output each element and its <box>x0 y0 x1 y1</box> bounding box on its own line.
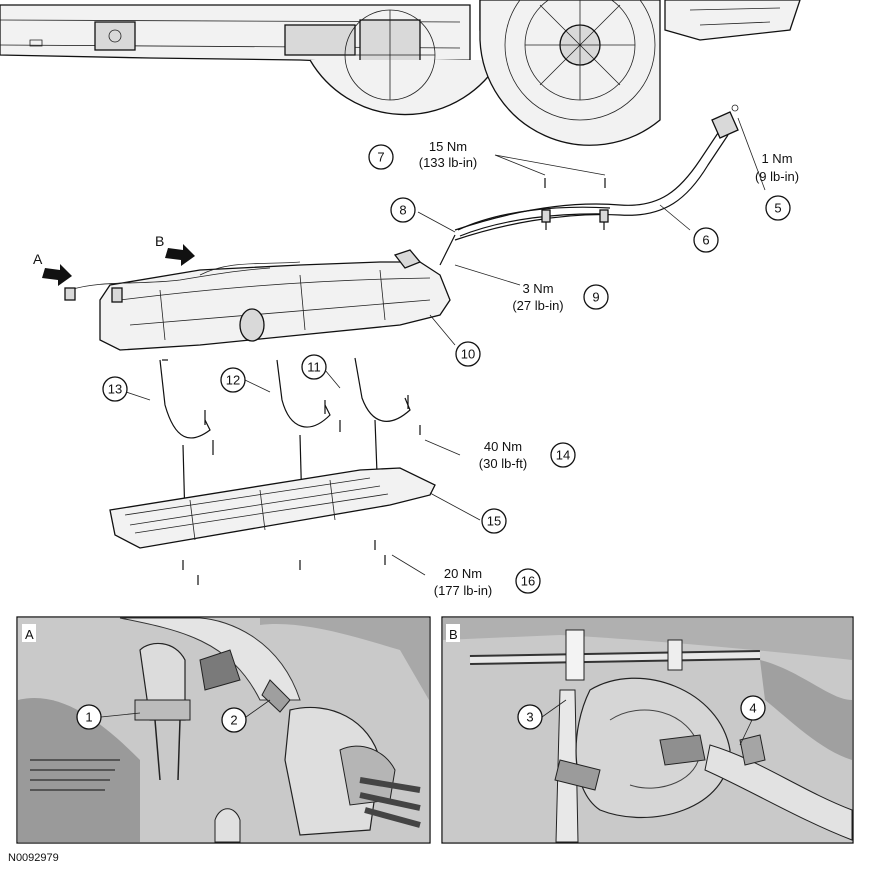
callout-2: 2 <box>221 707 247 733</box>
inset-a: 1 2 A <box>16 616 431 844</box>
callout-8: 8 <box>390 197 416 223</box>
callout-4: 4 <box>740 695 766 721</box>
inset-b-photo <box>443 618 853 843</box>
inset-b-label: B <box>449 627 458 642</box>
inset-a-photo <box>18 617 429 843</box>
callout-15-number: 15 <box>487 514 501 529</box>
torque-16-nm: 20 Nm <box>444 566 482 581</box>
callout-6-number: 6 <box>702 233 709 248</box>
view-label-b: B <box>155 233 164 249</box>
fuel-tank <box>99 249 451 351</box>
callout-14-number: 14 <box>556 448 570 463</box>
torque-7-nm: 15 Nm <box>429 139 467 154</box>
callout-6: 6 <box>693 227 719 253</box>
callout-14: 14 <box>550 442 576 468</box>
callout-7: 7 <box>368 144 394 170</box>
torque-5-nm: 1 Nm <box>761 151 792 166</box>
callout-5: 5 <box>765 195 791 221</box>
vapor-tube <box>457 206 611 237</box>
torque-14-nm: 40 Nm <box>484 439 522 454</box>
callout-7-number: 7 <box>377 150 384 165</box>
torque-16-imperial: (177 lb-in) <box>434 583 493 598</box>
torque-5-imperial: (9 lb-in) <box>755 169 799 184</box>
callout-11: 11 <box>301 354 327 380</box>
torque-9-nm: 3 Nm <box>522 281 553 296</box>
skid-plate-bolts <box>182 540 386 585</box>
callout-4-number: 4 <box>749 701 756 716</box>
view-arrow-b <box>165 244 195 266</box>
fuel-filler-pipe <box>439 104 739 266</box>
body-panel-right <box>664 0 801 41</box>
view-arrow-a <box>42 264 72 286</box>
callout-3-number: 3 <box>526 710 533 725</box>
callout-16: 16 <box>515 568 541 594</box>
callout-2-number: 2 <box>230 713 237 728</box>
skid-plate <box>109 467 436 549</box>
inset-b: 3 4 B <box>441 616 854 844</box>
torque-14-imperial: (30 lb-ft) <box>479 456 527 471</box>
inset-a-label: A <box>25 627 34 642</box>
rear-wheel <box>309 0 661 146</box>
callout-9: 9 <box>583 284 609 310</box>
torque-9-imperial: (27 lb-in) <box>512 298 563 313</box>
callout-10-number: 10 <box>461 347 475 362</box>
leader-lines <box>119 117 766 576</box>
callout-15: 15 <box>481 508 507 534</box>
callout-10: 10 <box>455 341 481 367</box>
callout-16-number: 16 <box>521 574 535 589</box>
callout-9-number: 9 <box>592 290 599 305</box>
callout-11-number: 11 <box>307 360 321 375</box>
callout-13-number: 13 <box>108 382 122 397</box>
bracket-bolts <box>541 178 609 230</box>
figure-id: N0092979 <box>8 852 59 864</box>
callout-12-number: 12 <box>226 373 240 388</box>
tank-wiring-harness <box>64 261 301 303</box>
callout-8-number: 8 <box>399 203 406 218</box>
callout-12: 12 <box>220 367 246 393</box>
view-label-a: A <box>33 251 43 267</box>
callout-3: 3 <box>517 704 543 730</box>
callout-1: 1 <box>76 704 102 730</box>
callout-13: 13 <box>102 376 128 402</box>
callout-1-number: 1 <box>85 710 92 725</box>
callout-5-number: 5 <box>774 201 781 216</box>
torque-7-imperial: (133 lb-in) <box>419 155 478 170</box>
